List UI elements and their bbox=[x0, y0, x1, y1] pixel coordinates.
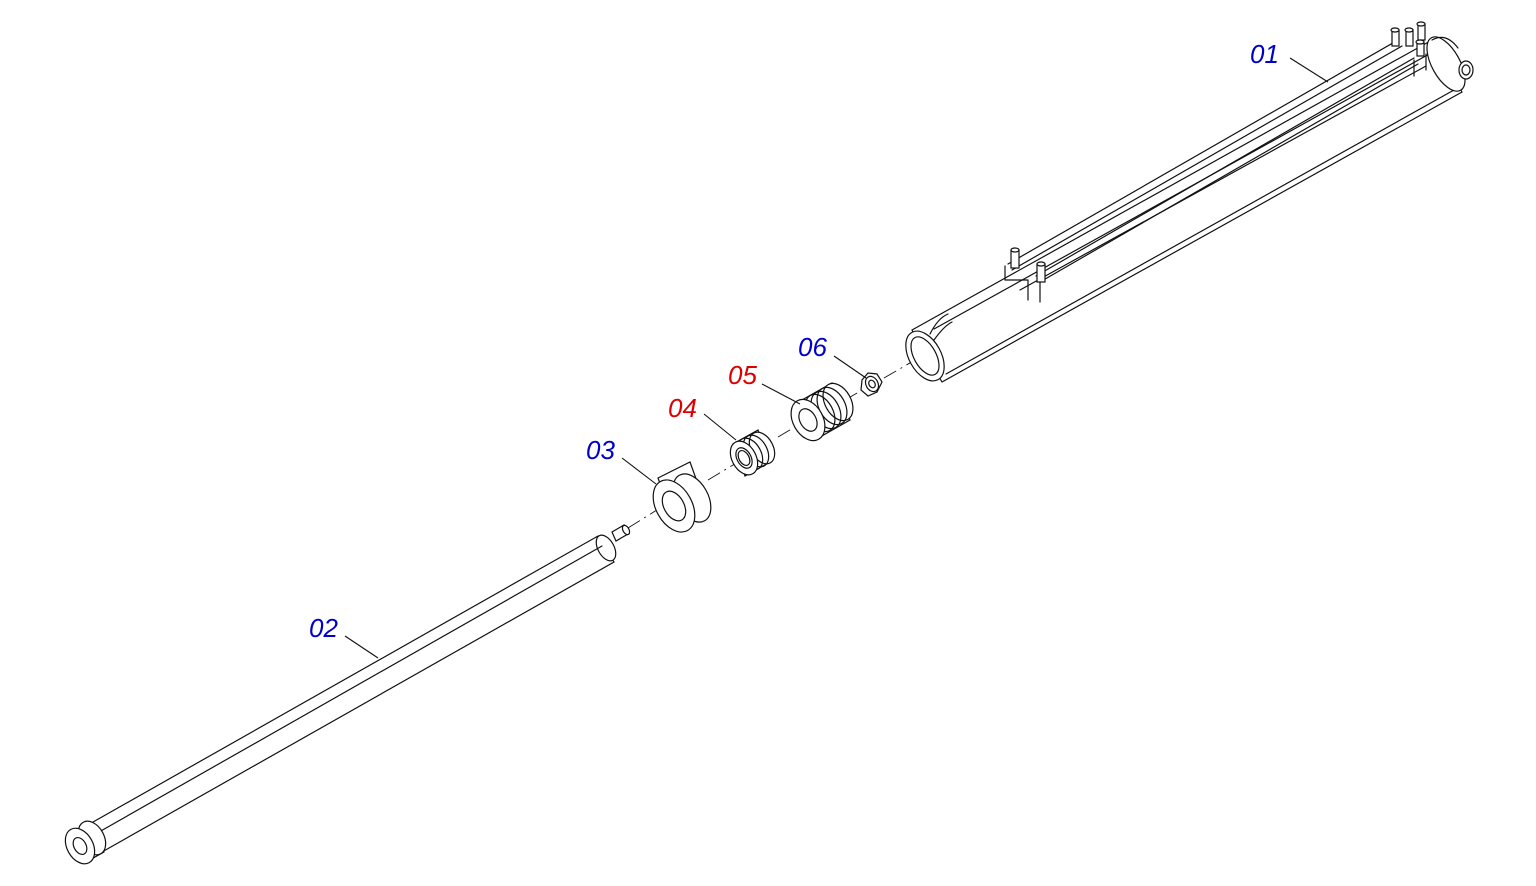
part-label-03: 03 bbox=[586, 435, 615, 465]
gland-seal bbox=[729, 429, 776, 477]
hex-nut bbox=[860, 372, 883, 397]
part-label-05: 05 bbox=[728, 360, 757, 390]
part-label-04: 04 bbox=[668, 393, 697, 423]
piston bbox=[790, 382, 854, 442]
leader-lines bbox=[344, 57, 1329, 659]
cylinder-barrel bbox=[905, 21, 1474, 383]
leader-04 bbox=[703, 413, 737, 441]
part-label-01: 01 bbox=[1250, 39, 1279, 69]
leader-02 bbox=[344, 635, 379, 659]
leader-01 bbox=[1289, 57, 1329, 83]
piston-rod bbox=[64, 524, 631, 865]
leader-05 bbox=[761, 383, 801, 405]
part-labels: 01 02 03 04 05 06 bbox=[309, 39, 1279, 643]
gland-nut bbox=[652, 461, 712, 533]
part-label-06: 06 bbox=[798, 332, 827, 362]
leader-03 bbox=[621, 457, 657, 485]
part-label-02: 02 bbox=[309, 613, 338, 643]
leader-06 bbox=[833, 355, 867, 379]
